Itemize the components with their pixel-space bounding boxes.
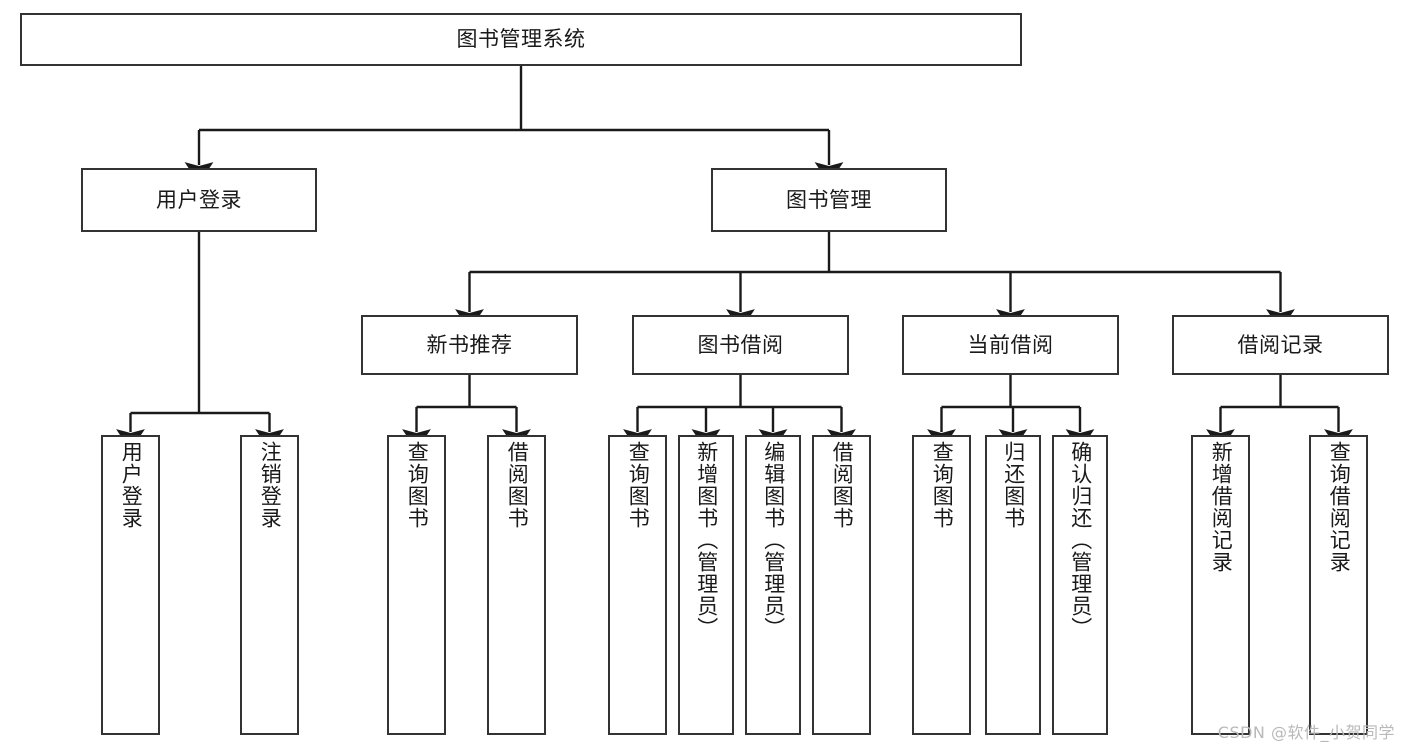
node-current[interactable]: 当前借阅 [902,315,1119,375]
node-leaf7[interactable]: 编辑图书（管理员） [745,435,801,735]
node-label: 查询借阅记录 [1327,441,1352,573]
node-label: 借阅图书 [830,441,855,529]
edge-paths [116,66,1353,451]
node-leaf10[interactable]: 归还图书 [985,435,1041,735]
node-leaf13[interactable]: 查询借阅记录 [1309,435,1368,735]
node-label: 注销登录 [258,441,283,529]
node-leaf3[interactable]: 查询图书 [387,435,446,735]
node-label: 查询图书 [930,441,955,529]
node-label: 用户登录 [156,187,242,212]
csdn-watermark: CSDN @软件_小贺同学 [1217,723,1395,742]
node-label: 图书管理系统 [456,27,586,52]
node-records[interactable]: 借阅记录 [1172,315,1389,375]
node-label: 新增借阅记录 [1209,441,1234,573]
node-label: 确认归还（管理员） [1068,441,1093,639]
node-label: 当前借阅 [967,332,1054,357]
node-leaf6[interactable]: 新增图书（管理员） [678,435,734,735]
node-label: 归还图书 [1001,441,1026,529]
node-leaf12[interactable]: 新增借阅记录 [1191,435,1250,735]
node-leaf5[interactable]: 查询图书 [608,435,667,735]
node-label: 查询图书 [626,441,651,529]
node-borrow[interactable]: 图书借阅 [632,315,849,375]
node-label: 新增图书（管理员） [694,441,719,639]
node-label: 新书推荐 [426,332,513,357]
node-label: 查询图书 [405,441,430,529]
node-leaf8[interactable]: 借阅图书 [812,435,871,735]
node-label: 借阅记录 [1237,332,1324,357]
node-label: 用户登录 [119,441,144,529]
node-label: 编辑图书（管理员） [761,441,786,639]
node-label: 图书管理 [786,187,872,212]
node-label: 图书借阅 [697,332,784,357]
node-newbook[interactable]: 新书推荐 [361,315,578,375]
node-leaf11[interactable]: 确认归还（管理员） [1052,435,1108,735]
node-leaf4[interactable]: 借阅图书 [487,435,546,735]
node-label: 借阅图书 [505,441,530,529]
node-root[interactable]: 图书管理系统 [20,13,1022,66]
node-bookmgmt[interactable]: 图书管理 [711,168,947,232]
node-leaf9[interactable]: 查询图书 [912,435,971,735]
node-leaf2[interactable]: 注销登录 [240,435,299,735]
node-login[interactable]: 用户登录 [81,168,317,232]
node-leaf1[interactable]: 用户登录 [101,435,160,735]
